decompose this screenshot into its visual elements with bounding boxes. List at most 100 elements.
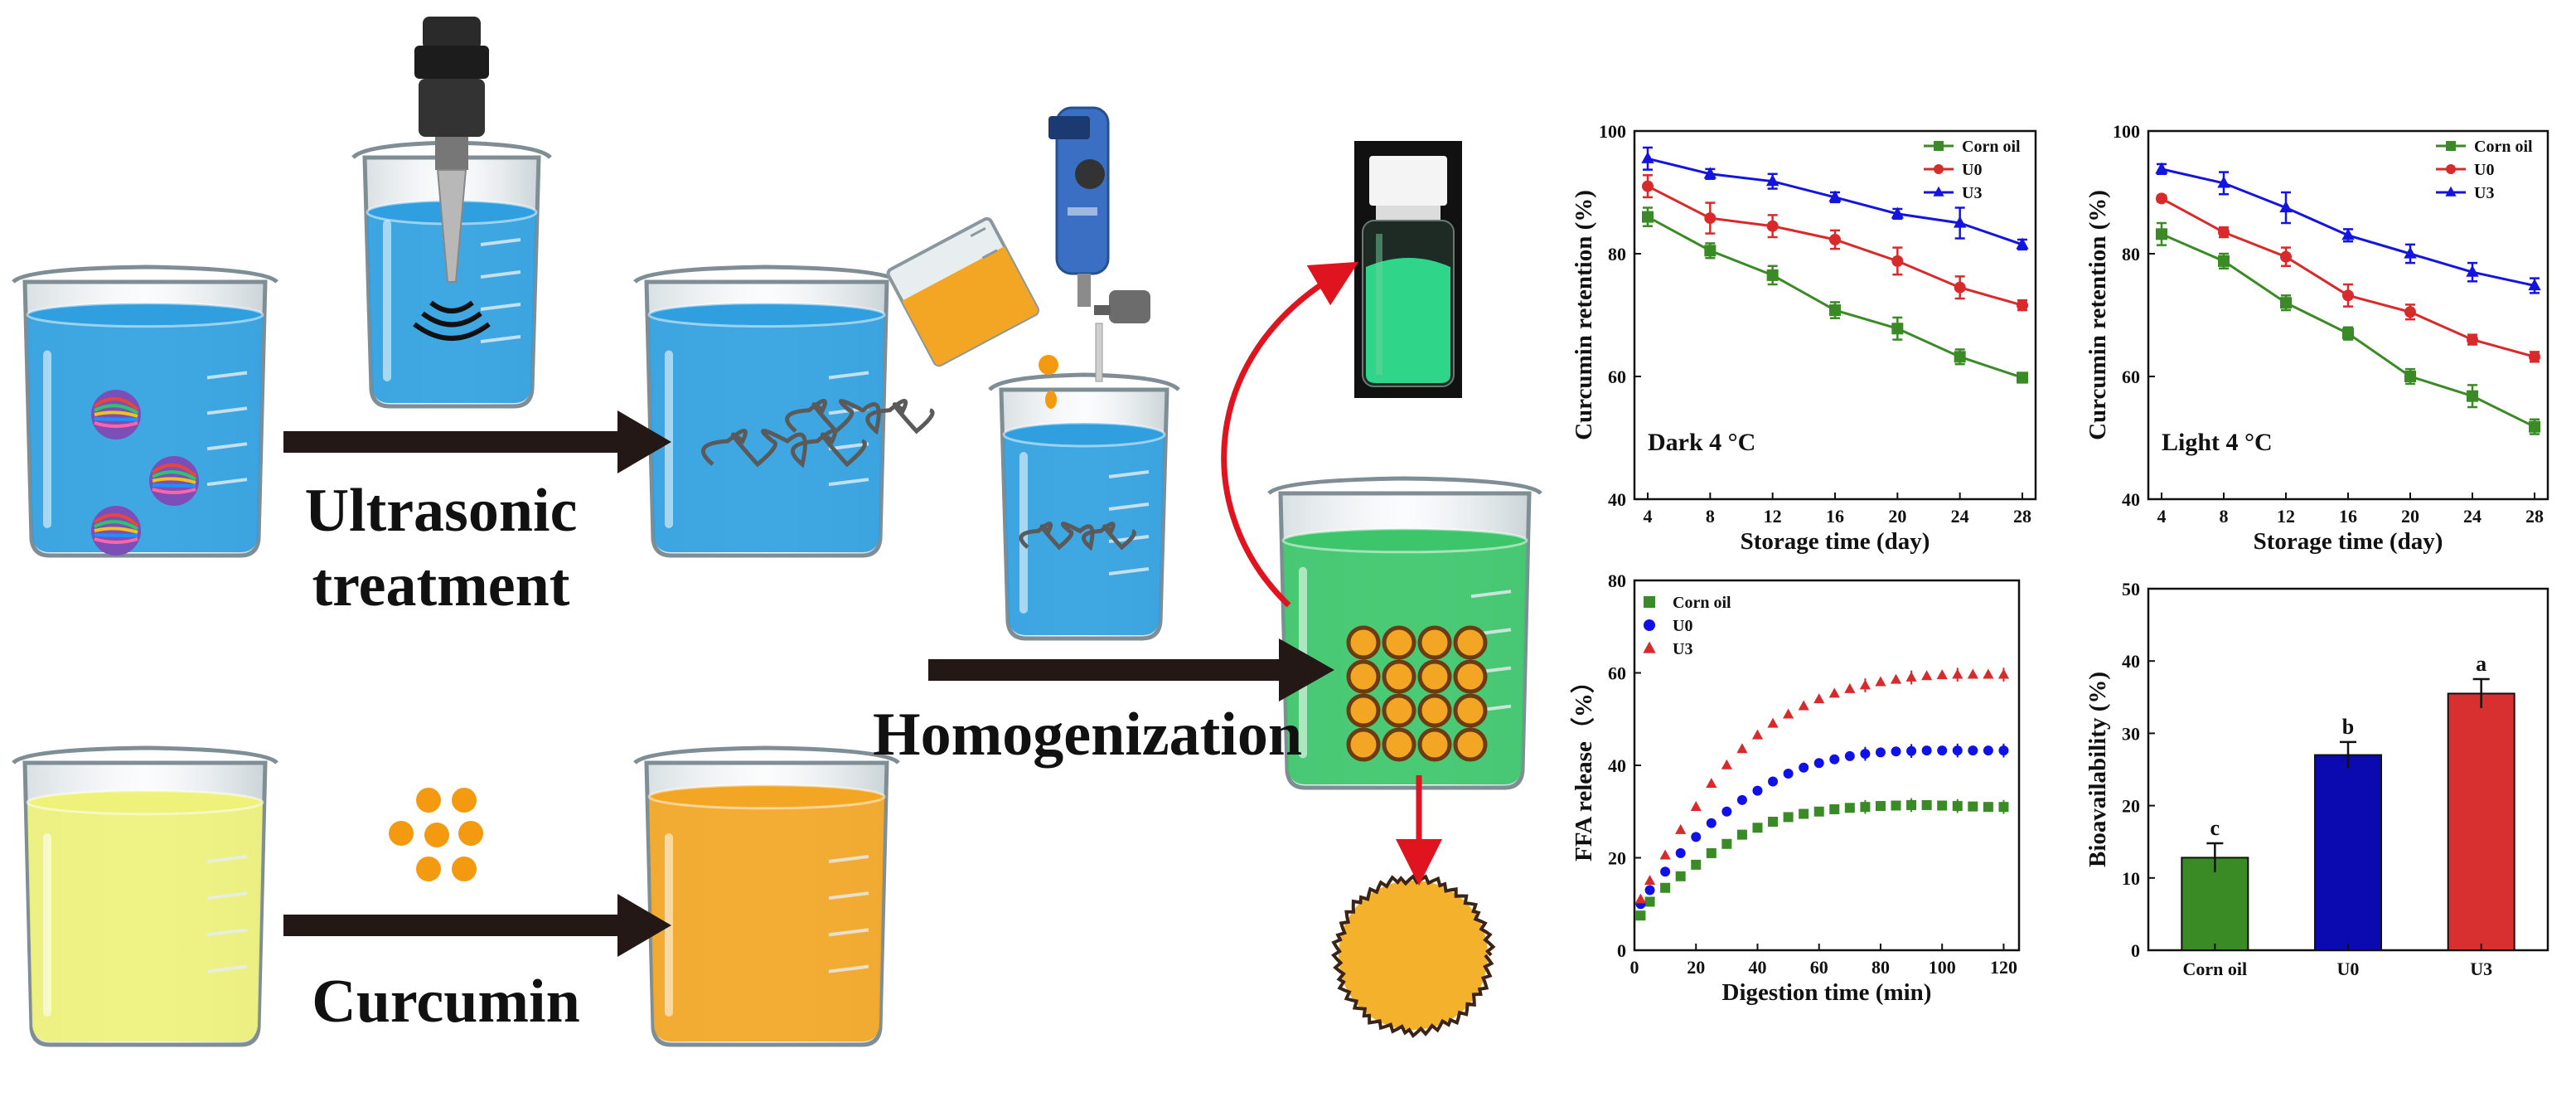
homogenization-label: Homogenization	[873, 701, 1302, 769]
data-point	[1703, 167, 1717, 179]
data-point	[1766, 220, 1779, 232]
emulsion-droplet-icon	[1382, 659, 1416, 694]
data-point	[1952, 745, 1963, 756]
data-point	[2529, 351, 2540, 363]
data-point	[1704, 212, 1717, 225]
data-point	[2217, 176, 2230, 188]
emulsion-droplet-icon	[1453, 625, 1488, 660]
red-arrows	[1221, 261, 1442, 886]
ultrasonic-label-line1: Ultrasonic	[305, 477, 578, 545]
data-point	[1635, 910, 1646, 921]
x-tick-label: 12	[2277, 506, 2295, 527]
x-tick-label: 20	[1888, 506, 1906, 527]
data-point	[1644, 896, 1655, 907]
y-axis-label: Bioavailability (%)	[2085, 672, 2111, 867]
x-tick-label: 24	[1951, 506, 1969, 527]
y-tick-label: 20	[2122, 796, 2140, 817]
y-axis-label: Curcumin retention (%)	[1571, 190, 1597, 440]
series-corn-oil	[2156, 221, 2540, 435]
y-tick-label: 40	[2122, 489, 2140, 510]
data-point	[1891, 746, 1901, 757]
data-point	[2467, 390, 2478, 402]
oil-droplet-icon	[1331, 873, 1496, 1038]
x-tick-label: 60	[1810, 957, 1828, 978]
data-point	[1844, 682, 1856, 693]
x-tick-label: 24	[2463, 506, 2482, 527]
protein-aggregate-icon	[149, 456, 199, 506]
data-point	[2528, 279, 2541, 291]
data-point	[1752, 823, 1763, 833]
data-point	[2156, 228, 2167, 240]
emulsion-droplet-icon	[1346, 659, 1381, 694]
data-point	[1953, 216, 1967, 228]
data-point	[1936, 669, 1948, 680]
data-point	[1799, 762, 1809, 773]
data-point	[1954, 281, 1966, 294]
data-point	[1659, 849, 1671, 860]
series-u3	[2155, 162, 2541, 294]
emulsion-droplet-icon	[1417, 625, 1452, 660]
beaker-treated	[633, 265, 900, 558]
data-point	[1875, 801, 1886, 812]
x-tick-label: 100	[1929, 957, 1956, 978]
data-point	[1675, 847, 1686, 858]
pouring-cup-icon	[886, 216, 1058, 409]
series-u0	[1642, 174, 2028, 312]
x-axis-label: Digestion time (min)	[1722, 979, 1932, 1006]
bar	[2314, 754, 2382, 951]
legend-label: U3	[1962, 184, 1982, 202]
process-arrows	[283, 410, 1334, 957]
data-point	[1675, 871, 1686, 881]
data-point	[1875, 676, 1886, 687]
y-tick-label: 100	[1599, 121, 1626, 142]
y-tick-label: 50	[2122, 579, 2140, 599]
data-point	[1829, 754, 1840, 765]
data-point	[1890, 673, 1902, 684]
plot-frame	[1633, 579, 2021, 952]
y-tick-label: 40	[2122, 651, 2140, 672]
data-point	[1875, 747, 1886, 758]
curcumin-dots-icon	[389, 788, 483, 881]
y-tick-label: 40	[1608, 489, 1626, 510]
chart-annotation: Light 4 °C	[2162, 429, 2273, 456]
data-point	[1828, 190, 1842, 202]
data-point	[1906, 745, 1917, 756]
emulsion-droplet-icon	[1453, 727, 1488, 762]
data-point	[1998, 745, 2009, 756]
data-point	[1891, 255, 1904, 267]
data-point	[1997, 668, 2010, 679]
x-tick-label: 4	[2157, 506, 2167, 527]
data-point	[1844, 803, 1855, 813]
data-point	[1706, 778, 1717, 789]
y-tick-label: 60	[1608, 366, 1626, 387]
data-point	[1937, 800, 1948, 811]
series-u3	[1634, 667, 2010, 904]
significance-letter: c	[2210, 816, 2220, 840]
series-corn-oil	[1642, 206, 2028, 384]
protein-strand-icon	[785, 399, 935, 435]
y-tick-label: 20	[1608, 848, 1626, 869]
ultrasonic-label-line2: treatment	[312, 551, 570, 619]
data-point	[1828, 687, 1840, 698]
legend-marker	[1644, 619, 1655, 631]
data-point	[1813, 758, 1824, 769]
x-tick-label: 20	[1687, 957, 1705, 978]
data-point	[1767, 717, 1779, 728]
ultrasonic-probe-icon	[413, 17, 491, 341]
data-point	[1952, 801, 1963, 812]
data-point	[1660, 882, 1671, 893]
emulsion-droplet-icon	[1382, 727, 1416, 762]
data-point	[2342, 289, 2354, 302]
data-point	[1736, 829, 1747, 840]
data-point	[1921, 745, 1932, 756]
y-tick-label: 100	[2113, 121, 2140, 142]
data-point	[1921, 799, 1932, 810]
homogenizer-icon	[1048, 106, 1150, 382]
data-point	[1721, 759, 1732, 769]
data-point	[2218, 255, 2230, 267]
y-tick-label: 40	[1608, 755, 1626, 776]
x-tick-label: 80	[1871, 957, 1890, 978]
